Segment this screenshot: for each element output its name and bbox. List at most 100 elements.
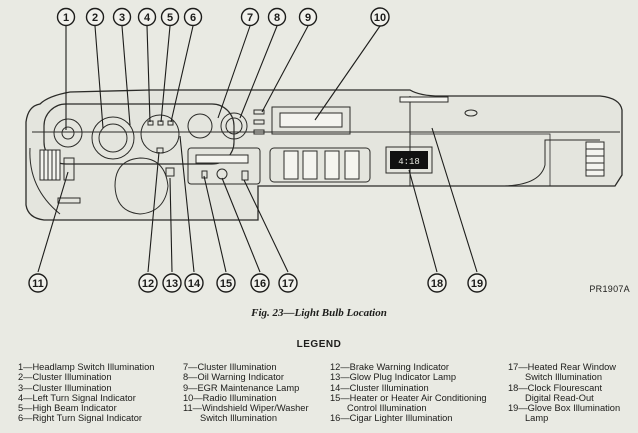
legend-column-3: 12—Brake Warning Indicator 13—Glow Plug … (330, 362, 487, 424)
legend-item: 13—Glow Plug Indicator Lamp (330, 372, 457, 383)
brake-warning-indicator (156, 147, 164, 154)
legend-item: 1—Headlamp Switch Illumination (18, 362, 155, 372)
legend-item: 4—Left Turn Signal Indicator (18, 392, 136, 403)
callout-15: 15 (216, 273, 236, 293)
legend-item-continuation: Switch Illumination (200, 413, 277, 424)
legend-item: 14—Cluster Illumination (330, 382, 429, 393)
legend-item: 2—Cluster Illumination (18, 372, 112, 383)
headlamp-switch (53, 118, 83, 148)
callout-10: 10 (370, 7, 390, 27)
legend-item: 12—Brake Warning Indicator (330, 362, 450, 372)
callout-9: 9 (298, 7, 318, 27)
figure-code: PR1907A (589, 284, 630, 294)
center-air-vents (269, 147, 371, 183)
fuel-gauge-face (225, 117, 243, 135)
radio (271, 106, 351, 135)
svg-text:8: 8 (274, 12, 280, 24)
left-air-vent (39, 149, 61, 181)
svg-text:3: 3 (119, 12, 125, 24)
callout-14: 14 (184, 273, 204, 293)
headlamp-switch-knob (61, 126, 75, 140)
svg-text:16: 16 (254, 278, 266, 290)
speedometer (91, 116, 135, 160)
legend-item-continuation: Digital Read-Out (525, 392, 594, 403)
callout-13: 13 (162, 273, 182, 293)
svg-text:13: 13 (166, 278, 178, 290)
svg-text:10: 10 (374, 12, 386, 24)
legend-item: 9—EGR Maintenance Lamp (183, 382, 300, 393)
callout-19: 19 (467, 273, 487, 293)
legend-title: LEGEND (296, 339, 342, 350)
legend-item-continuation: Switch Illumination (525, 372, 602, 383)
svg-text:6: 6 (190, 12, 196, 24)
right-vent-louvers (586, 148, 604, 171)
left-vent-louvers (43, 150, 57, 180)
legend-column-1: 1—Headlamp Switch Illumination 2—Cluster… (18, 362, 154, 424)
svg-text:11: 11 (32, 278, 44, 290)
oil-gauge (187, 113, 213, 139)
legend-item: 16—Cigar Lighter Illumination (330, 413, 453, 424)
legend-column-4: 17—Heated Rear Window Switch Illuminatio… (508, 362, 620, 424)
svg-text:7: 7 (247, 12, 253, 24)
svg-text:1: 1 (63, 12, 69, 24)
callout-5: 5 (160, 7, 180, 27)
heater-control-strip (195, 154, 249, 164)
callout-18: 18 (427, 273, 447, 293)
svg-text:18: 18 (431, 278, 443, 290)
svg-text:19: 19 (471, 278, 483, 290)
callout-12: 12 (138, 273, 158, 293)
defroster-grille (399, 96, 449, 103)
callout-8: 8 (267, 7, 287, 27)
speedometer-face (98, 123, 128, 153)
svg-text:15: 15 (220, 278, 232, 290)
legend-item: 8—Oil Warning Indicator (183, 372, 284, 383)
svg-text:17: 17 (282, 278, 294, 290)
center-vent-2 (302, 150, 318, 180)
center-vent-4 (344, 150, 360, 180)
callout-17: 17 (278, 273, 298, 293)
ash-tray (57, 197, 81, 204)
legend-item: 7—Cluster Illumination (183, 362, 277, 372)
legend-column-2: 7—Cluster Illumination 8—Oil Warning Ind… (183, 362, 309, 424)
legend-item-continuation: Control Illumination (347, 403, 427, 414)
legend-item: 15—Heater or Heater Air Conditioning (330, 392, 487, 403)
legend-item: 18—Clock Flourescant (508, 382, 603, 393)
egr-lamp-3 (253, 129, 265, 135)
clock-housing (385, 146, 433, 174)
callout-7: 7 (240, 7, 260, 27)
figure-caption: Fig. 23—Light Bulb Location (251, 307, 387, 319)
legend-item: 17—Heated Rear Window (508, 362, 616, 372)
center-vent-1 (283, 150, 299, 180)
callout-16: 16 (250, 273, 270, 293)
rear-window-switch (241, 170, 249, 181)
callout-3: 3 (112, 7, 132, 27)
center-vent-3 (324, 150, 340, 180)
glow-plug-lamp (165, 167, 175, 177)
wiper-switch (63, 157, 75, 181)
callout-6: 6 (183, 7, 203, 27)
svg-text:4: 4 (144, 12, 151, 24)
legend-item: 10—Radio Illumination (183, 392, 277, 403)
svg-text:14: 14 (188, 278, 201, 290)
dashboard-diagram: 4:18 1 2 3 4 5 6 7 8 9 10 11 12 13 14 15… (25, 7, 623, 293)
svg-text:5: 5 (167, 12, 173, 24)
leader-lines (37, 25, 478, 273)
legend-item: 11—Windshield Wiper/Washer (183, 403, 309, 414)
right-air-vent (585, 141, 605, 177)
clock-readout: 4:18 (398, 157, 420, 167)
legend-item: 5—High Beam Indicator (18, 403, 117, 414)
clock-display (390, 151, 428, 169)
callout-2: 2 (85, 7, 105, 27)
egr-lamp-1 (253, 109, 265, 115)
callout-11: 11 (28, 273, 48, 293)
dashboard-outline (25, 89, 623, 221)
callout-1: 1 (56, 7, 76, 27)
fuel-gauge (220, 112, 248, 140)
steering-column-hole (114, 157, 169, 215)
egr-lamp-2 (253, 119, 265, 125)
high-beam-indicator (157, 120, 164, 126)
svg-text:9: 9 (305, 12, 311, 24)
glove-box-latch (464, 109, 478, 117)
svg-text:12: 12 (142, 278, 154, 290)
callout-4: 4 (137, 7, 157, 27)
